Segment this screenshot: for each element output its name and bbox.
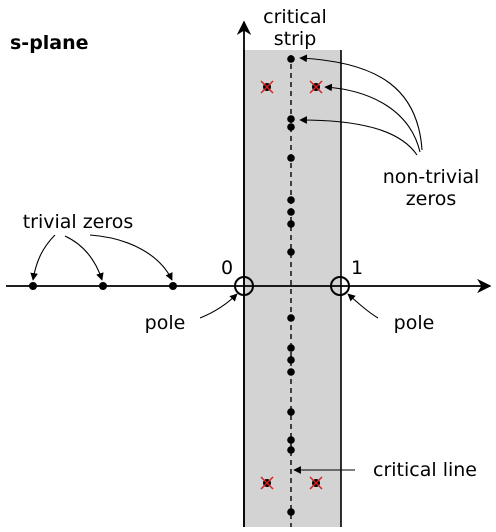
one-label: 1: [351, 257, 363, 279]
trivial-zeros: [29, 282, 177, 290]
nontrivial-arrow: [324, 83, 421, 153]
trivial-zero-point: [169, 282, 177, 290]
critical-strip-label-line1: critical: [263, 6, 327, 28]
nontrivial-zero-point: [287, 55, 295, 63]
off-line-zero-crossed: [260, 476, 274, 490]
nontrivial-zero-point: [287, 196, 295, 204]
nontrivial-zero-point: [287, 123, 295, 131]
critical-strip-label-line2: strip: [274, 28, 317, 50]
pole-right-arrow: [347, 293, 379, 319]
pole-at-zero-marker: [234, 276, 254, 296]
origin-label: 0: [221, 257, 233, 279]
trivial-zeros-label: trivial zeros: [23, 211, 134, 233]
plane-label: s-plane: [10, 32, 89, 54]
nontrivial-zero-point: [287, 154, 295, 162]
trivial-arrow: [30, 234, 56, 281]
nontrivial-zeros: [287, 55, 295, 516]
nontrivial-zero-point: [287, 356, 295, 364]
nontrivial-zero-point: [287, 344, 295, 352]
off-line-zero-crossed: [309, 80, 323, 94]
nontrivial-zero-point: [287, 436, 295, 444]
off-line-zero-crossed: [309, 476, 323, 490]
nontrivial-zero-point: [287, 446, 295, 454]
nontrivial-zero-point: [287, 248, 295, 256]
trivial-zero-point: [29, 282, 37, 290]
nontrivial-arrow: [299, 54, 423, 151]
nontrivial-arrow: [299, 116, 418, 156]
trivial-arrow: [64, 235, 104, 281]
critical-line-label: critical line: [373, 459, 477, 481]
off-line-zero-markers: [260, 80, 323, 490]
nontrivial-zeros-label-line2: zeros: [406, 188, 457, 210]
pole-right-label: pole: [394, 312, 435, 334]
nontrivial-zeros-label-line1: non-trivial: [383, 166, 480, 188]
nontrivial-zero-point: [287, 508, 295, 516]
annotation-arrows: [30, 54, 423, 474]
nontrivial-zero-point: [287, 314, 295, 322]
nontrivial-zero-point: [287, 115, 295, 123]
nontrivial-zero-point: [287, 408, 295, 416]
pole-left-arrow: [199, 293, 238, 319]
nontrivial-zero-point: [287, 368, 295, 376]
nontrivial-zero-point: [287, 208, 295, 216]
trivial-zero-point: [99, 282, 107, 290]
trivial-arrow: [89, 234, 173, 281]
pole-left-label: pole: [145, 312, 186, 334]
off-line-zero-crossed: [260, 80, 274, 94]
pole-at-one-marker: [330, 276, 350, 296]
nontrivial-zero-point: [287, 220, 295, 228]
